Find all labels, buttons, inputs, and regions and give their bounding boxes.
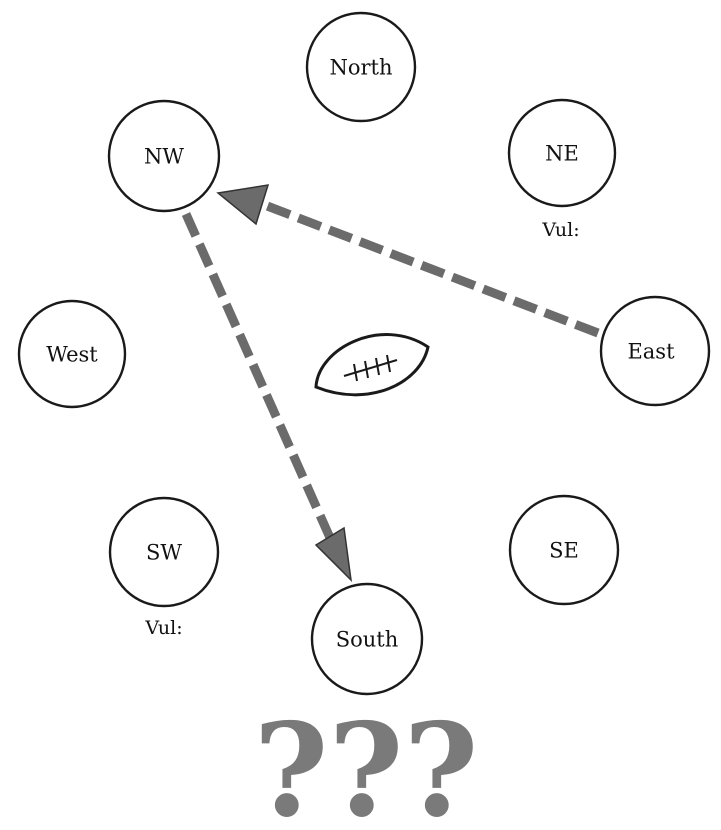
- pass-nw-to-south: [181, 212, 353, 583]
- player-se-label: SE: [549, 539, 579, 563]
- player-south[interactable]: South: [310, 582, 424, 696]
- player-west-label: West: [46, 343, 98, 367]
- pass-line-nw-south: [181, 212, 336, 542]
- player-north-label: North: [329, 56, 392, 80]
- player-sw[interactable]: SW: [108, 496, 220, 608]
- arrowhead-nw: [216, 184, 270, 226]
- player-sw-label: SW: [146, 541, 182, 565]
- player-ne[interactable]: NE: [507, 98, 617, 208]
- arrowhead-south: [314, 526, 353, 583]
- ne-vul-label: Vul:: [541, 219, 579, 241]
- football-icon: [314, 333, 430, 397]
- player-nw[interactable]: NW: [107, 99, 221, 213]
- player-nw-label: NW: [144, 145, 184, 169]
- pass-line-east-nw: [260, 199, 600, 338]
- player-south-label: South: [336, 628, 399, 652]
- player-north[interactable]: North: [305, 11, 417, 123]
- sw-vul-label: Vul:: [144, 617, 182, 639]
- player-ne-label: NE: [545, 142, 579, 166]
- player-west[interactable]: West: [17, 299, 127, 409]
- player-east[interactable]: East: [599, 295, 711, 407]
- player-se[interactable]: SE: [508, 494, 620, 606]
- pass-east-to-nw: [216, 184, 600, 338]
- player-east-label: East: [627, 340, 675, 364]
- question-marks: ???: [254, 696, 479, 830]
